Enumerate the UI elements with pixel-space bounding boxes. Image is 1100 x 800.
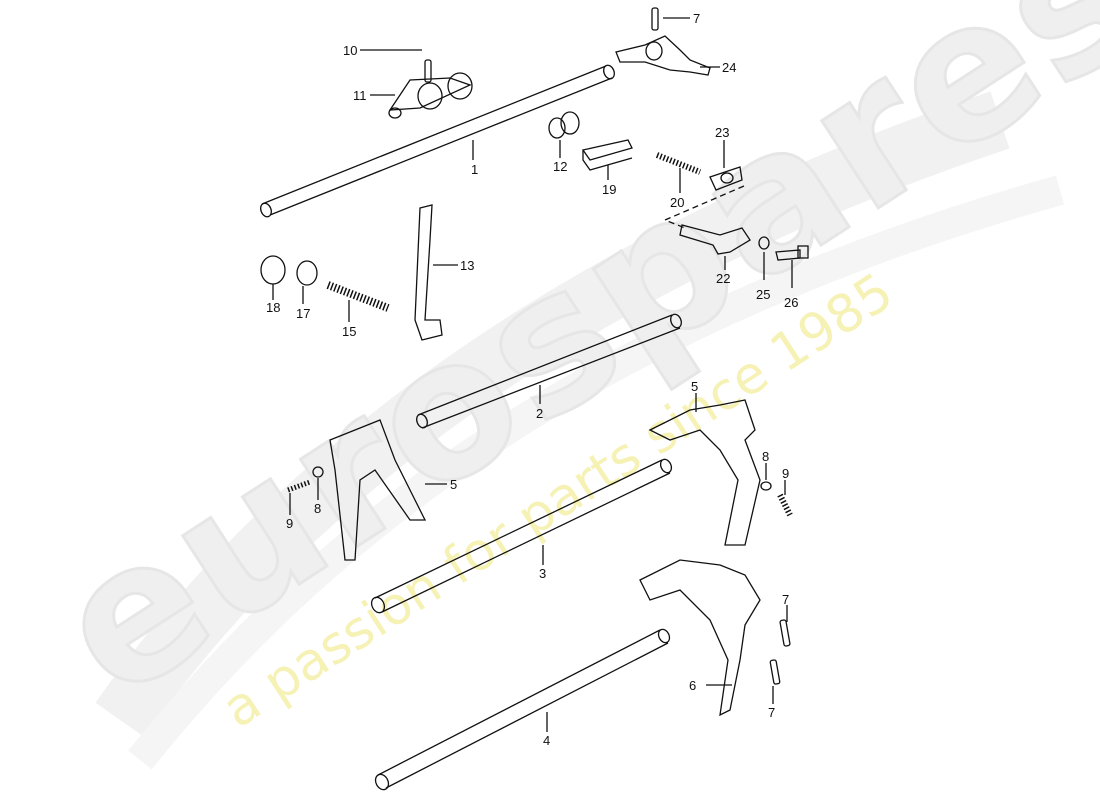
part-label-25: 25 [756, 287, 771, 302]
part-label-9-right: 9 [782, 466, 790, 481]
part-label-8-right: 8 [762, 449, 770, 464]
part-label-6: 6 [689, 678, 697, 693]
part-label-19: 19 [602, 182, 617, 197]
part-label-5-right: 5 [691, 379, 699, 394]
part-label-2: 2 [536, 406, 544, 421]
part-label-7-top: 7 [693, 11, 701, 26]
part-label-22: 22 [716, 271, 731, 286]
part-label-10: 10 [343, 43, 358, 58]
part-label-26: 26 [784, 295, 799, 310]
part-label-8-left: 8 [314, 501, 322, 516]
part-label-23: 23 [715, 125, 730, 140]
part-label-1: 1 [471, 162, 479, 177]
part-label-11: 11 [353, 88, 367, 103]
part-label-3: 3 [539, 566, 547, 581]
part-label-4: 4 [543, 733, 551, 748]
part-label-20: 20 [670, 195, 685, 210]
part-label-15: 15 [342, 324, 357, 339]
part-label-12: 12 [553, 159, 568, 174]
part-label-18: 18 [266, 300, 281, 315]
part-label-24: 24 [722, 60, 737, 75]
part-label-9-left: 9 [286, 516, 294, 531]
shift-rod-1 [260, 64, 615, 218]
part-label-7-lower: 7 [768, 705, 776, 720]
part-label-13: 13 [460, 258, 475, 273]
part-label-5-left: 5 [450, 477, 458, 492]
part-label-7-upper: 7 [782, 592, 790, 607]
part-11 [370, 72, 473, 119]
part-label-17: 17 [296, 306, 311, 321]
part-24 [615, 7, 720, 76]
